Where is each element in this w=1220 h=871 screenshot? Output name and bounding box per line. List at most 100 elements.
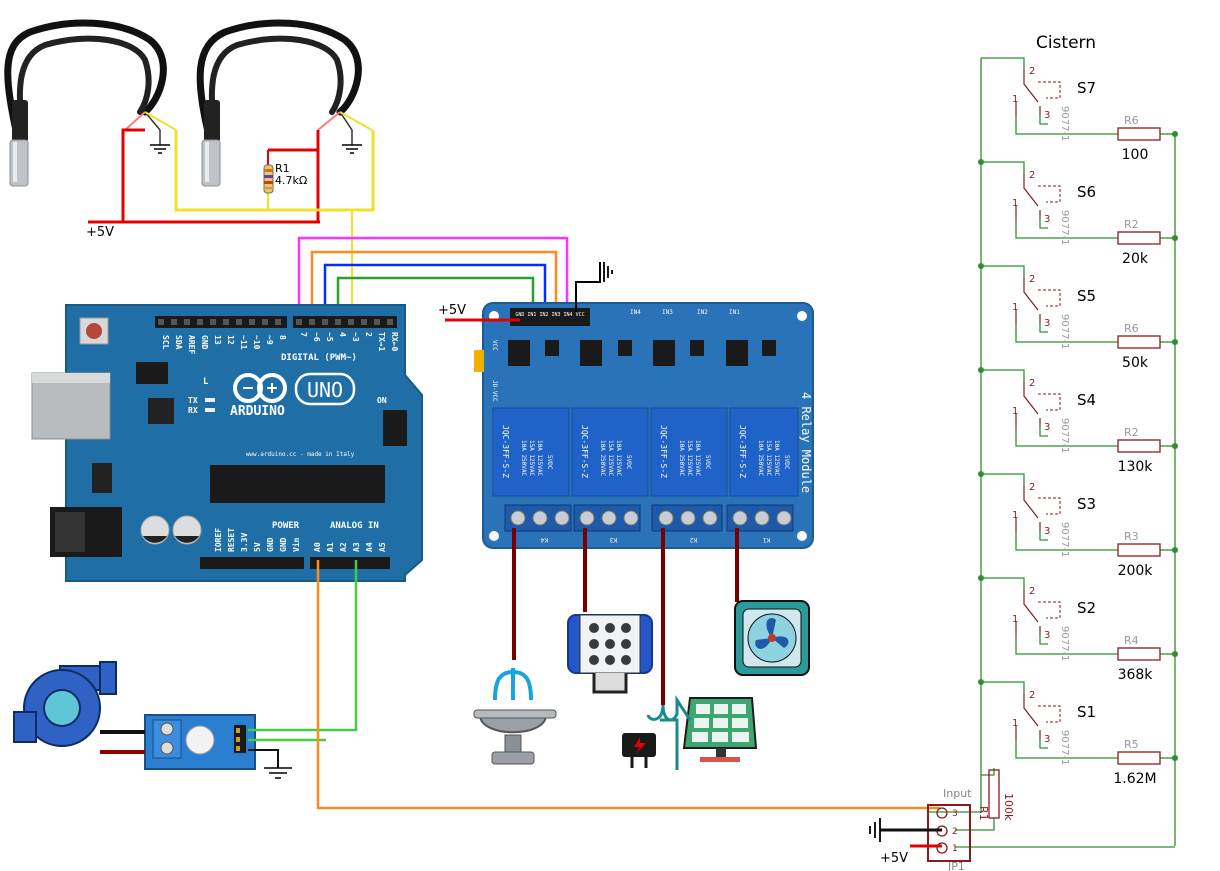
connector-pin-label: 3 [952,809,958,819]
relay-rating-label: 10A 125VAC [694,440,701,477]
temperature-probes: R1 4.7kΩ +5V [4,19,375,320]
relay-header-label: GND IN1 IN2 IN3 IN4 VCC [515,312,584,318]
arduino-uno-board: SCL SDA AREF GND 13 12 ~11 ~10 ~9 8 7 ~6… [31,304,423,582]
resistor-value-label: 4.7kΩ [275,174,307,187]
switch-pin-label: 3 [1044,526,1050,537]
pin-label: A3 [352,542,361,552]
pin-label: TX→1 [377,332,386,351]
resistor [1117,439,1161,453]
switch-pin-label: 3 [1044,318,1050,329]
pin-label: IOREF [214,528,223,552]
switch-part-label: 9077-1 [1059,730,1070,765]
flow-sensor-icon [144,714,256,770]
switch-pin-label: 2 [1029,586,1035,597]
arduino-url-label: www.arduino.cc - made in Italy [246,451,355,458]
switch-pin-label: 3 [1044,214,1050,225]
temperature-probe-icon [196,19,362,187]
relay-module-title: 4 Relay Module [799,392,813,493]
relay-model-label: JQC-3FF-S-Z [501,425,510,478]
switch-part-label: 9077-1 [1059,626,1070,661]
resistor [1117,231,1161,245]
relay-rating-label: 10A 250VAC [520,440,527,477]
relay-model-label: JQC-3FF-S-Z [738,425,747,478]
switch-pin-label: 3 [1044,422,1050,433]
pin-label: RX←0 [390,332,399,351]
relay-supply-label: +5V [438,303,466,318]
arduino-model-label: UNO [307,378,343,402]
power-header-label: POWER [272,521,300,531]
pin-label: GND [200,335,209,350]
pin-label: A0 [313,542,322,552]
pulldown-value-label: 100k [1002,793,1015,821]
resistor-value-label: 20k [1122,251,1149,267]
fan-icon [734,600,810,676]
led-rx-label: RX [188,406,198,415]
relay-model-label: JQC-3FF-S-Z [580,425,589,478]
relay-channel-label: K1 [762,536,770,543]
pin-label: A5 [378,542,387,552]
pin-label: AREF [187,335,196,354]
ground-icon [603,262,613,282]
switch-part-label: 9077-1 [1059,314,1070,349]
relay-channel-label: K4 [540,536,548,543]
switch-pin-label: 1 [1012,198,1018,209]
pin-label: A1 [326,542,335,552]
pin-label: SCL [161,335,170,350]
jd-vcc-label: JD-VCC [491,380,498,402]
pin-label: ~11 [239,335,248,350]
resistor-value-label: 100 [1122,147,1149,163]
pin-label: GND [279,537,288,552]
pin-label: RESET [227,528,236,552]
pin-label: ~9 [265,335,274,345]
pin-label: ~10 [252,335,261,350]
relay-coil-label: 5VDC [625,455,632,470]
switch-pin-label: 1 [1012,406,1018,417]
analog-header-label: ANALOG IN [330,521,379,531]
pin-label: A4 [365,542,374,552]
relay-rating-label: 10A 125VAC [536,440,543,477]
pulldown-ref-label: R1 [977,806,990,821]
switch-pin-label: 2 [1029,690,1035,701]
relay-rating-label: 15A 125VAC [765,440,772,477]
switch-pin-label: 1 [1012,510,1018,521]
resistor [1117,543,1161,557]
cistern-title: Cistern [1036,33,1096,53]
relay-rating-label: 10A 250VAC [678,440,685,477]
resistor-value-label: 50k [1122,355,1149,371]
led-l-label: L [203,377,209,387]
relay-channel-label: K2 [689,536,697,543]
resistor-ref-label: R2 [1124,426,1139,439]
relay-k4 [492,407,570,497]
pin-label: ~3 [351,332,360,342]
pin-label: 2 [364,332,373,337]
digital-signal-wires [297,236,569,320]
ground-icon [342,144,362,154]
relay-coil-label: 5VDC [783,455,790,470]
sensor-supply-label: +5V [86,225,114,240]
led-lamp-icon [567,614,653,694]
relay-coil-label: 5VDC [704,455,711,470]
switch-pin-label: 1 [1012,718,1018,729]
pin-label: Vin [291,537,301,552]
resistor [1117,127,1161,141]
ground-icon [264,767,292,779]
pin-label: 8 [278,335,287,340]
switch-label: S6 [1077,183,1096,201]
relay-k2 [650,407,728,497]
in-label: IN1 [729,309,740,316]
relay-k1 [729,407,799,497]
switch-pin-label: 2 [1029,378,1035,389]
switch-pin-label: 1 [1012,614,1018,625]
pin-label: 4 [338,332,347,337]
switch-label: S4 [1077,391,1096,409]
charger-icon [622,694,692,770]
relay-channel-label: K3 [609,536,617,543]
ground-icon [869,818,881,842]
pin-label: SDA [174,335,183,350]
switch-part-label: 9077-1 [1059,418,1070,453]
relay-rating-label: 10A 125VAC [615,440,622,477]
